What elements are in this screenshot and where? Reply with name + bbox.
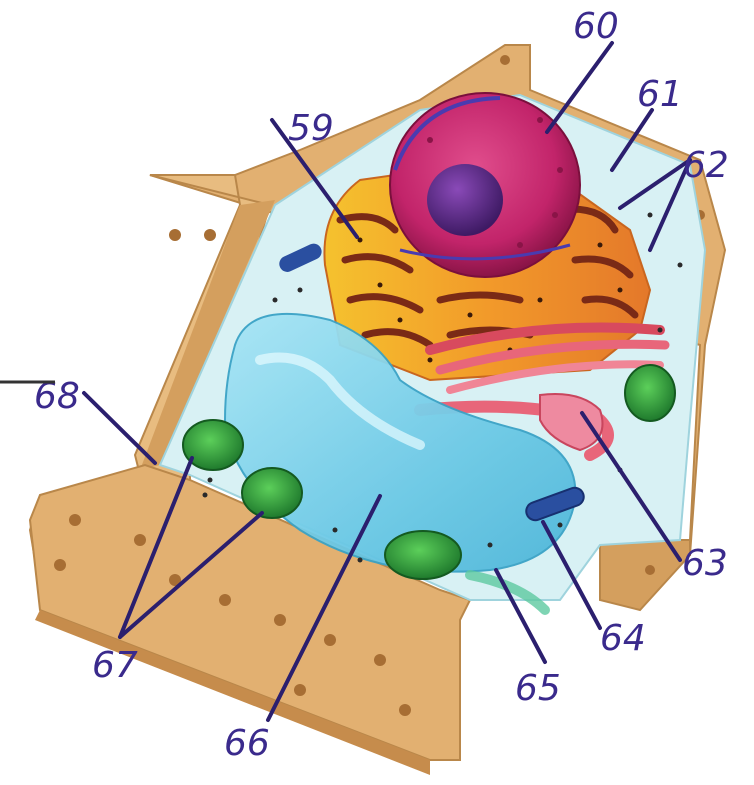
label-60: 60 bbox=[573, 6, 619, 47]
label-62: 62 bbox=[683, 145, 729, 186]
label-67: 67 bbox=[92, 645, 138, 686]
leader-68 bbox=[84, 393, 155, 463]
label-65: 65 bbox=[515, 668, 561, 709]
label-59: 59 bbox=[288, 108, 334, 149]
label-64: 64 bbox=[600, 618, 646, 659]
label-61: 61 bbox=[637, 74, 683, 115]
label-63: 63 bbox=[682, 543, 728, 584]
nucleolus bbox=[427, 164, 503, 236]
label-66: 66 bbox=[224, 723, 270, 764]
